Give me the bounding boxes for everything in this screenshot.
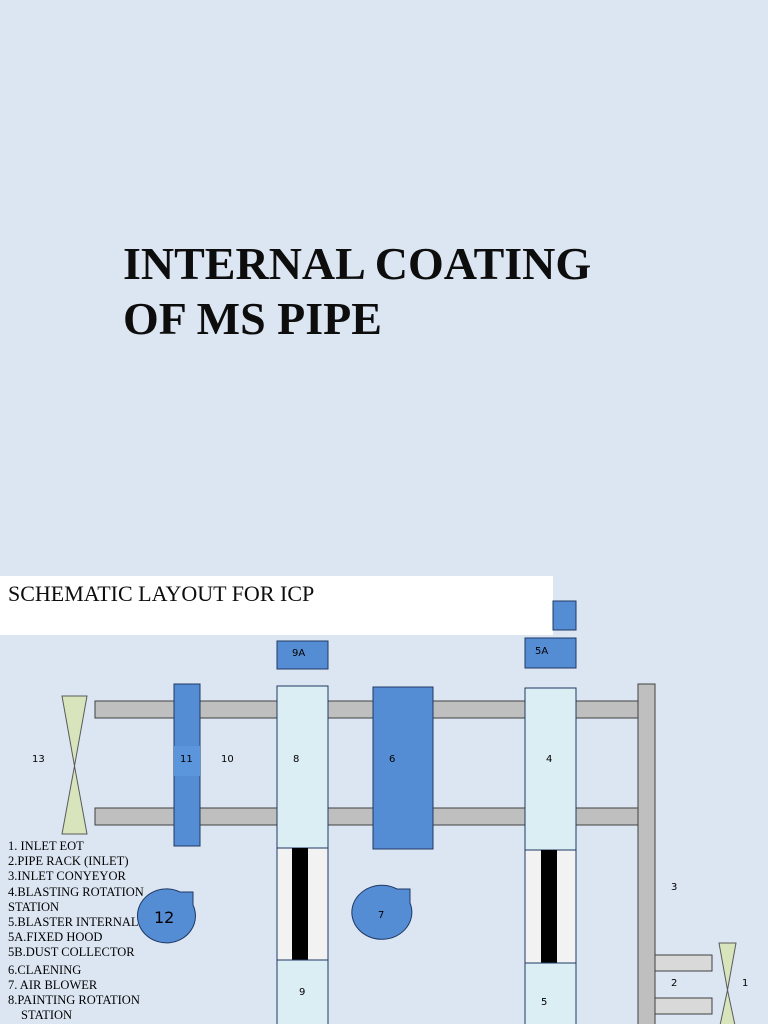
label-13: 13: [32, 754, 45, 765]
label-1: 1: [742, 978, 748, 989]
air-blower-12: [137, 888, 196, 944]
label-8: 8: [293, 754, 299, 765]
schematic-banner: [0, 576, 553, 635]
legend-list: 1. INLET EOT 2.PIPE RACK (INLET) 3.INLET…: [8, 839, 144, 1023]
legend-item: 5B.DUST COLLECTOR: [8, 945, 135, 960]
air-blower-7: [351, 884, 413, 940]
dust-collector-5b: [552, 600, 577, 631]
legend-item: 3.INLET CONYEYOR: [8, 869, 126, 884]
station-11-gap: [174, 746, 200, 776]
label-12: 12: [154, 908, 174, 927]
schematic-heading: SCHEMATIC LAYOUT FOR ICP: [8, 581, 315, 606]
label-3: 3: [671, 882, 677, 893]
legend-item: 5A.FIXED HOOD: [8, 930, 103, 945]
title-line-2: OF MS PIPE: [123, 293, 382, 344]
label-5a: 5A: [535, 646, 548, 657]
title-line-1: INTERNAL COATING: [123, 238, 592, 289]
station-5: [524, 962, 577, 1024]
page-title: INTERNAL COATING OF MS PIPE: [123, 236, 591, 346]
legend-item: 8.PAINTING ROTATION: [8, 993, 140, 1008]
blasting-rotation-station: [524, 687, 577, 851]
outlet-eot: [61, 695, 88, 835]
legend-item: 7. AIR BLOWER: [8, 977, 98, 992]
legend-item: 1. INLET EOT: [8, 839, 84, 853]
label-5: 5: [541, 997, 547, 1008]
station-9: [276, 959, 329, 1024]
label-6: 6: [389, 754, 395, 765]
label-2: 2: [671, 978, 677, 989]
pipe-rack-lower: [654, 997, 713, 1015]
label-9: 9: [299, 987, 305, 998]
fixed-hood-5a: [524, 637, 577, 669]
inlet-eot: [718, 942, 737, 1024]
painting-rotation-station: [276, 685, 329, 849]
cleaning-station: [372, 686, 434, 850]
label-4: 4: [546, 754, 552, 765]
pipe-rack-upper: [654, 954, 713, 972]
label-11: 11: [180, 754, 193, 765]
hood-9a: [276, 640, 329, 670]
label-9a: 9A: [292, 648, 305, 659]
inlet-conveyor: [637, 683, 656, 1024]
legend-item: STATION: [21, 1008, 73, 1023]
legend-item: 2.PIPE RACK (INLET): [8, 854, 129, 869]
legend-item: 4.BLASTING ROTATION: [8, 884, 144, 899]
legend-item: 5.BLASTER INTERNAL: [8, 915, 139, 930]
label-7: 7: [378, 910, 384, 921]
legend-item: 6.CLAENING: [8, 962, 82, 977]
label-10: 10: [221, 754, 234, 765]
painting-lance: [292, 848, 308, 960]
blaster-lance: [541, 850, 557, 963]
legend-item: STATION: [8, 899, 60, 914]
